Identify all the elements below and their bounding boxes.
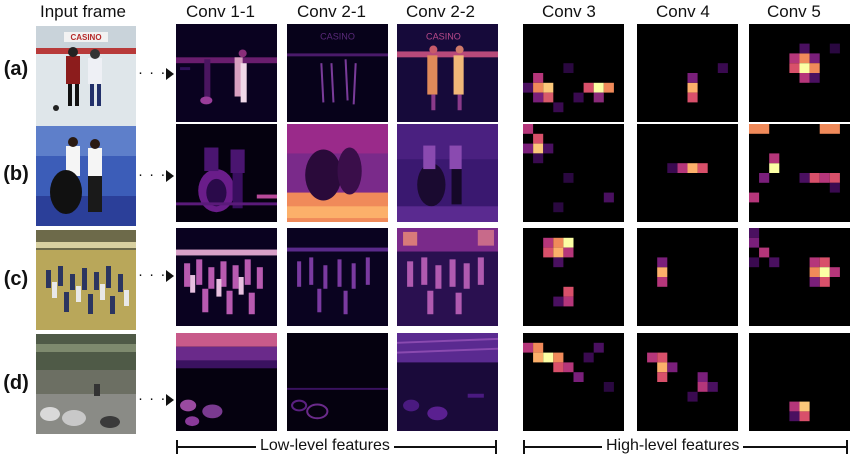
feature-map-d-conv2-2 [397, 333, 498, 431]
connector-dots-c: · · · [138, 266, 167, 283]
input-frame-d [36, 334, 136, 434]
feature-map-c-conv3 [523, 228, 624, 326]
input-frame-b [36, 126, 136, 226]
connector-dots-a: · · · [138, 64, 167, 81]
feature-map-a-conv1-1 [176, 24, 277, 122]
low-level-features-label: Low-level features [256, 437, 394, 455]
feature-map-a-conv4 [637, 24, 738, 122]
high-level-features-label: High-level features [602, 437, 744, 455]
feature-map-d-conv5 [749, 333, 850, 431]
feature-map-b-conv2-2 [397, 124, 498, 222]
connector-dots-b: · · · [138, 166, 167, 183]
feature-map-b-conv3 [523, 124, 624, 222]
feature-map-d-conv4 [637, 333, 738, 431]
conv5-header: Conv 5 [767, 2, 821, 21]
arrow-icon [166, 270, 174, 282]
feature-map-a-conv5 [749, 24, 850, 122]
arrow-icon [166, 170, 174, 182]
feature-map-d-conv1-1 [176, 333, 277, 431]
high-bracket-right-tick [846, 440, 848, 454]
feature-map-d-conv3 [523, 333, 624, 431]
feature-map-b-conv1-1 [176, 124, 277, 222]
feature-map-c-conv2-2 [397, 228, 498, 326]
feature-map-a-conv2-2: CASINO [397, 24, 498, 122]
feature-map-c-conv2-1 [287, 228, 388, 326]
feature-map-a-conv2-1: CASINO [287, 24, 388, 122]
feature-map-c-conv5 [749, 228, 850, 326]
row-label-a: (a) [3, 58, 29, 80]
feature-map-a-conv3 [523, 24, 624, 122]
connector-dots-d: · · · [138, 390, 167, 407]
low-bracket-right-tick [495, 440, 497, 454]
row-label-b: (b) [3, 163, 29, 185]
feature-map-c-conv1-1 [176, 228, 277, 326]
row-label-d: (d) [3, 372, 29, 394]
input-frame-c [36, 230, 136, 330]
conv1-1-header: Conv 1-1 [186, 2, 255, 21]
row-label-c: (c) [3, 268, 29, 290]
feature-map-c-conv4 [637, 228, 738, 326]
feature-map-d-conv2-1 [287, 333, 388, 431]
input-frame-header: Input frame [40, 2, 126, 21]
conv2-2-header: Conv 2-2 [406, 2, 475, 21]
input-frame-a: CASINO [36, 26, 136, 126]
arrow-icon [166, 68, 174, 80]
casino-banner-text: CASINO [320, 32, 355, 42]
conv2-1-header: Conv 2-1 [297, 2, 366, 21]
arrow-icon [166, 394, 174, 406]
conv4-header: Conv 4 [656, 2, 710, 21]
casino-banner-text: CASINO [426, 32, 461, 42]
conv3-header: Conv 3 [542, 2, 596, 21]
feature-map-b-conv4 [637, 124, 738, 222]
feature-map-b-conv5 [749, 124, 850, 222]
casino-banner-text: CASINO [70, 33, 101, 42]
feature-map-b-conv2-1 [287, 124, 388, 222]
